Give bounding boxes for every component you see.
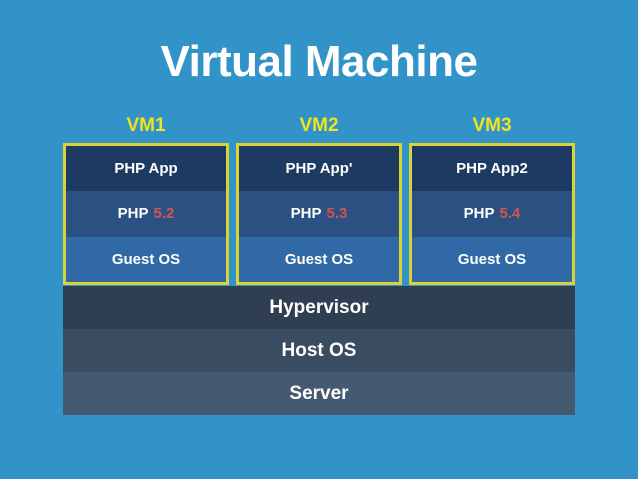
vm-label-vm1: VM1 xyxy=(126,115,166,136)
vm2-app-layer: PHP App' xyxy=(239,146,399,192)
vm1-guest-os-layer: Guest OS xyxy=(66,236,226,282)
host-stack: Hypervisor Host OS Server xyxy=(63,286,575,415)
vm1-php-prefix: PHP xyxy=(117,205,149,223)
vm-label-vm3: VM3 xyxy=(472,115,512,136)
vm2-php-version: 5.3 xyxy=(326,205,348,223)
vm1-app-layer: PHP App xyxy=(66,146,226,192)
vm3-app-layer: PHP App2 xyxy=(412,146,572,192)
vm3-php-layer: PHP 5.4 xyxy=(412,191,572,237)
vm2-php-layer: PHP 5.3 xyxy=(239,191,399,237)
vm-box-vm1: PHP App PHP 5.2 Guest OS xyxy=(63,143,229,285)
vm2-php-prefix: PHP xyxy=(290,205,322,223)
vm3-php-version: 5.4 xyxy=(499,205,521,223)
vm-box-vm3: PHP App2 PHP 5.4 Guest OS xyxy=(409,143,575,285)
vm1-php-layer: PHP 5.2 xyxy=(66,191,226,237)
stack-bar-server: Server xyxy=(63,372,575,415)
vm2-guest-os-layer: Guest OS xyxy=(239,236,399,282)
vm-box-vm2: PHP App' PHP 5.3 Guest OS xyxy=(236,143,402,285)
stack-bar-host-os: Host OS xyxy=(63,329,575,372)
vm3-guest-os-layer: Guest OS xyxy=(412,236,572,282)
vm3-php-prefix: PHP xyxy=(463,205,495,223)
page-title: Virtual Machine xyxy=(160,37,478,86)
stack-bar-hypervisor: Hypervisor xyxy=(63,286,575,329)
vm1-php-version: 5.2 xyxy=(153,205,175,223)
vm-label-row: VM1 VM2 VM3 xyxy=(63,114,575,142)
vm-box-row: PHP App PHP 5.2 Guest OS PHP App' PHP 5.… xyxy=(63,143,575,285)
vm-label-vm2: VM2 xyxy=(299,115,339,136)
